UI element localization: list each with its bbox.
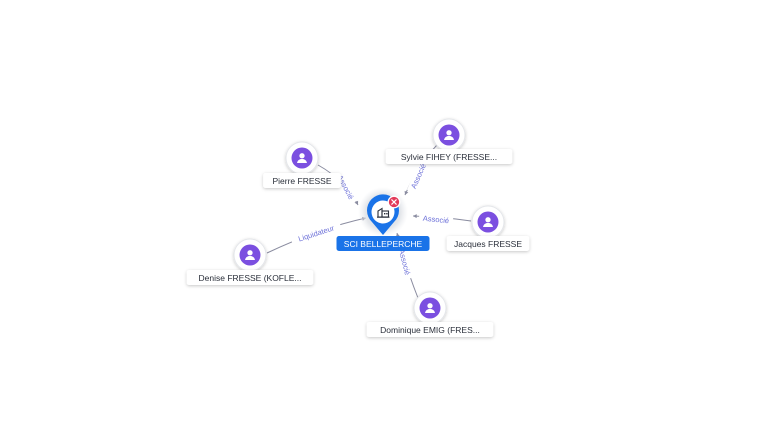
edge-label-group: Associé — [418, 212, 454, 226]
edge-label: Liquidateur — [297, 223, 336, 243]
edge-label-bg — [396, 244, 414, 280]
edge-label: Associé — [422, 214, 449, 226]
center-node[interactable]: SCI BELLEPERCHE — [336, 187, 430, 251]
person-label-bg — [263, 173, 341, 188]
edge-arrow-icon — [413, 214, 417, 219]
edge-arrow-icon — [404, 190, 409, 195]
person-label-bg — [366, 322, 494, 337]
edge-label-bg — [290, 220, 342, 246]
edge-label: Associé — [409, 162, 428, 190]
person-node-dominique[interactable]: Dominique EMIG (FRES... — [366, 291, 494, 337]
person-label: Sylvie FIHEY (FRESSE... — [401, 152, 497, 162]
person-label: Jacques FRESSE — [454, 239, 522, 249]
center-label: SCI BELLEPERCHE — [344, 239, 423, 249]
person-node-sylvie[interactable]: Sylvie FIHEY (FRESSE... — [385, 118, 513, 164]
edge-jacques: Associé — [412, 212, 472, 226]
building-icon — [377, 207, 390, 218]
person-label-bg — [385, 149, 513, 164]
edge-label-bg — [406, 158, 430, 194]
person-node-pierre[interactable]: Pierre FRESSE — [263, 141, 341, 188]
person-label: Denise FRESSE (KOFLE... — [199, 273, 302, 283]
center-label-bg — [336, 236, 430, 251]
nodes-layer: Pierre FRESSE Sylvie FIHEY (FRESSE... Jacq… — [186, 118, 530, 337]
person-label-bg — [186, 270, 314, 285]
person-label-bg — [446, 236, 530, 251]
close-icon[interactable] — [387, 195, 401, 209]
person-node-jacques[interactable]: Jacques FRESSE — [446, 205, 530, 251]
edge-label-bg — [418, 212, 454, 226]
person-label: Pierre FRESSE — [272, 176, 331, 186]
person-label: Dominique EMIG (FRES... — [380, 325, 480, 335]
edge-arrow-icon — [354, 200, 359, 205]
person-node-denise[interactable]: Denise FRESSE (KOFLE... — [186, 238, 314, 285]
edge-label-group: Liquidateur — [290, 220, 342, 246]
edge-label: Associé — [397, 248, 412, 276]
